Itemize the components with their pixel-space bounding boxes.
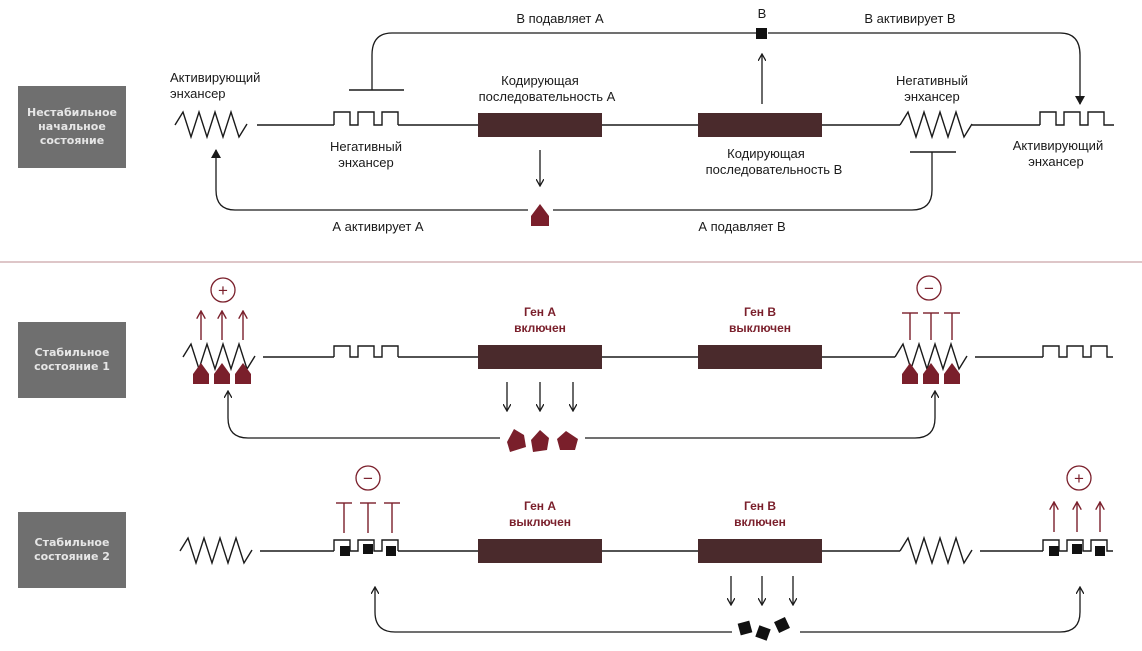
bound-protein-a-left bbox=[193, 363, 251, 384]
a-represses-b-line bbox=[553, 152, 933, 211]
state-label-stable1-line2: состояние 1 bbox=[34, 360, 110, 373]
gene-a-label-row1-2: включен bbox=[514, 321, 566, 335]
negative-enhancer-left-label-1: Негативный bbox=[330, 139, 402, 154]
gene-b-label-row2-1: Ген В bbox=[744, 499, 776, 513]
feedback-arrow-right-row2 bbox=[800, 588, 1080, 633]
minus-sign-row2: − bbox=[363, 469, 373, 488]
unstable-row: В подавляет А В В активирует В Активирую… bbox=[170, 6, 1114, 234]
plus-icon-row2 bbox=[1066, 465, 1092, 491]
protein-a-top bbox=[531, 204, 549, 226]
activating-enhancer-right-pulses bbox=[1039, 111, 1114, 126]
repression-bars-right-row1 bbox=[902, 312, 960, 340]
bound-protein-b-right bbox=[1049, 544, 1105, 556]
coding-a-label-2: последовательность А bbox=[479, 89, 616, 104]
bound-protein-b-left bbox=[340, 544, 396, 556]
activating-enhancer-left-label-2: энхансер bbox=[170, 86, 226, 101]
gene-b-label-row1-2: выключен bbox=[729, 321, 791, 335]
a-activates-a-label: А активирует А bbox=[332, 219, 424, 234]
gene-a-box-row1 bbox=[478, 345, 602, 369]
coding-sequence-a bbox=[478, 113, 602, 137]
plus-sign-row1: + bbox=[218, 281, 228, 300]
activating-enhancer-left-label-1: Активирующий bbox=[170, 70, 260, 85]
minus-sign-row1: − bbox=[924, 279, 934, 298]
b-represses-a-label: В подавляет А bbox=[516, 11, 604, 26]
gene-b-label-row2-2: включен bbox=[734, 515, 786, 529]
coding-sequence-b bbox=[698, 113, 822, 137]
plus-icon-row1 bbox=[210, 277, 236, 303]
state-label-stable-1: Стабильное состояние 1 bbox=[18, 322, 126, 398]
feedback-arrow-left-row2 bbox=[375, 588, 732, 633]
negative-enhancer-right-zigzag bbox=[899, 109, 973, 140]
minus-icon-row2 bbox=[355, 465, 381, 491]
bound-protein-a-right bbox=[902, 363, 960, 384]
b-label: В bbox=[758, 6, 767, 21]
gene-b-box-row2 bbox=[698, 539, 822, 563]
state-label-stable2-line2: состояние 2 bbox=[34, 550, 110, 563]
plus-sign-row2: + bbox=[1074, 469, 1084, 488]
activation-arrows-left-row1 bbox=[201, 312, 243, 340]
dna-strand-row2 bbox=[179, 535, 1113, 566]
gene-a-label-row1-1: Ген А bbox=[524, 305, 556, 319]
gene-a-box-row2 bbox=[478, 539, 602, 563]
gene-a-label-row2-1: Ген А bbox=[524, 499, 556, 513]
minus-icon-row1 bbox=[916, 275, 942, 301]
negative-enhancer-left-pulses bbox=[333, 111, 399, 126]
negative-enhancer-right-label-1: Негативный bbox=[896, 73, 968, 88]
gene-b-box-row1 bbox=[698, 345, 822, 369]
activating-enhancer-right-label-2: энхансер bbox=[1028, 154, 1084, 169]
negative-enhancer-left-label-2: энхансер bbox=[338, 155, 394, 170]
b-activates-b-label: В активирует В bbox=[864, 11, 955, 26]
state-label-unstable-line1: Нестабильное bbox=[26, 106, 117, 119]
state-label-stable-2: Стабильное состояние 2 bbox=[18, 512, 126, 588]
feedback-arrow-right-row1 bbox=[585, 392, 935, 439]
stable-state-1-row: + − Ген А включен Ген В выключен bbox=[182, 275, 1113, 452]
negative-enhancer-right-label-2: энхансер bbox=[904, 89, 960, 104]
free-protein-a-row1 bbox=[507, 429, 578, 452]
feedback-arrow-left-row1 bbox=[228, 392, 500, 439]
b-activates-b-arrow bbox=[768, 32, 1085, 105]
stable-state-2-row: − + Ген А выключен Ген В включен bbox=[179, 465, 1113, 641]
a-activates-a-arrow bbox=[211, 149, 528, 211]
activation-arrows-right-row2 bbox=[1054, 503, 1100, 532]
b-represses-a-line bbox=[371, 32, 757, 90]
production-arrows-row2 bbox=[731, 576, 793, 604]
repression-bars-left-row2 bbox=[336, 502, 400, 533]
activating-enhancer-left-zigzag bbox=[174, 109, 248, 140]
state-label-unstable-line2: начальное bbox=[38, 120, 106, 133]
protein-b-top bbox=[756, 28, 767, 39]
dna-strand-top bbox=[174, 109, 1114, 140]
a-represses-b-label: А подавляет В bbox=[698, 219, 785, 234]
state-label-stable2-line1: Стабильное bbox=[34, 536, 110, 549]
production-arrows-row1 bbox=[507, 382, 573, 410]
state-label-unstable-line3: состояние bbox=[39, 134, 105, 147]
coding-b-label-1: Кодирующая bbox=[727, 146, 805, 161]
coding-b-label-2: последовательность В bbox=[706, 162, 843, 177]
dna-strand-row1 bbox=[182, 341, 1113, 372]
state-label-stable1-line1: Стабильное bbox=[34, 346, 110, 359]
activating-enhancer-right-label-1: Активирующий bbox=[1013, 138, 1103, 153]
coding-a-label-1: Кодирующая bbox=[501, 73, 579, 88]
gene-a-label-row2-2: выключен bbox=[509, 515, 571, 529]
free-protein-b-row2 bbox=[737, 617, 790, 641]
gene-b-label-row1-1: Ген В bbox=[744, 305, 776, 319]
state-label-unstable: Нестабильное начальное состояние bbox=[18, 86, 126, 168]
